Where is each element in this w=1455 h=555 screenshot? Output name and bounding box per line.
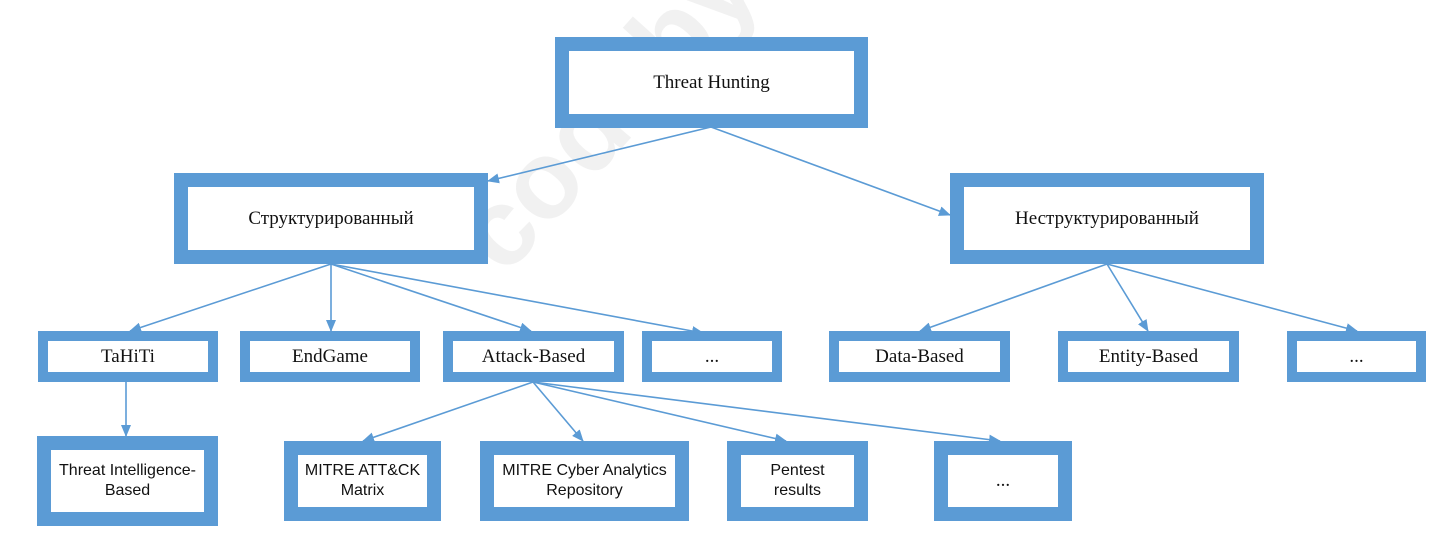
node-data-based-label: Data-Based [875, 345, 964, 367]
node-attack-based-label: Attack-Based [481, 345, 586, 367]
node-unstructured-more-label: ... [1349, 345, 1364, 367]
node-mitre-attack-matrix: MITRE ATT&CK Matrix [284, 441, 441, 521]
node-unstructured-more: ... [1287, 331, 1426, 382]
node-pentest-results-label: Pentest results [770, 462, 825, 499]
edge-unstructured-data-based [919, 263, 1108, 332]
node-pentest-results: Pentest results [727, 441, 868, 521]
edge-root-structured [487, 126, 712, 184]
node-data-based: Data-Based [829, 331, 1010, 382]
node-entity-based-label: Entity-Based [1098, 345, 1199, 367]
edge-structured-more [330, 263, 704, 336]
edge-unstructured-more [1106, 263, 1358, 333]
edge-attack-more [532, 381, 1001, 445]
node-mitre-attack-matrix-label: MITRE ATT&CK Matrix [304, 462, 421, 499]
node-attack-based-more: ... [934, 441, 1072, 521]
node-structured-label: Структурированный [248, 207, 414, 229]
edge-attack-mitre-car [532, 381, 584, 442]
node-tahiti-label: TaHiTi [101, 345, 155, 367]
edge-structured-tahiti [129, 263, 332, 333]
node-mitre-car-label: MITRE Cyber Analytics Repository [502, 462, 667, 499]
node-endgame: EndGame [240, 331, 420, 382]
edge-attack-mitre-attack [362, 381, 534, 443]
node-threat-intelligence-based: Threat Intelligence- Based [37, 436, 218, 526]
node-endgame-label: EndGame [292, 345, 368, 367]
node-structured-more: ... [642, 331, 782, 382]
node-attack-based: Attack-Based [443, 331, 624, 382]
node-tahiti: TaHiTi [38, 331, 218, 382]
node-threat-hunting-label: Threat Hunting [653, 71, 770, 93]
node-unstructured-label: Неструктурированный [1015, 207, 1199, 229]
edge-structured-attack-based [330, 263, 532, 333]
edge-unstructured-entity-based [1106, 263, 1149, 332]
node-mitre-car: MITRE Cyber Analytics Repository [480, 441, 689, 521]
edge-attack-pentest [532, 381, 787, 444]
node-threat-hunting: Threat Hunting [555, 37, 868, 128]
edge-root-unstructured [710, 126, 951, 216]
node-entity-based: Entity-Based [1058, 331, 1239, 382]
node-threat-intelligence-based-label: Threat Intelligence- Based [59, 462, 196, 499]
node-structured-more-label: ... [704, 345, 720, 367]
node-unstructured: Неструктурированный [950, 173, 1264, 264]
node-attack-based-more-label: ... [995, 470, 1011, 492]
node-structured: Структурированный [174, 173, 488, 264]
